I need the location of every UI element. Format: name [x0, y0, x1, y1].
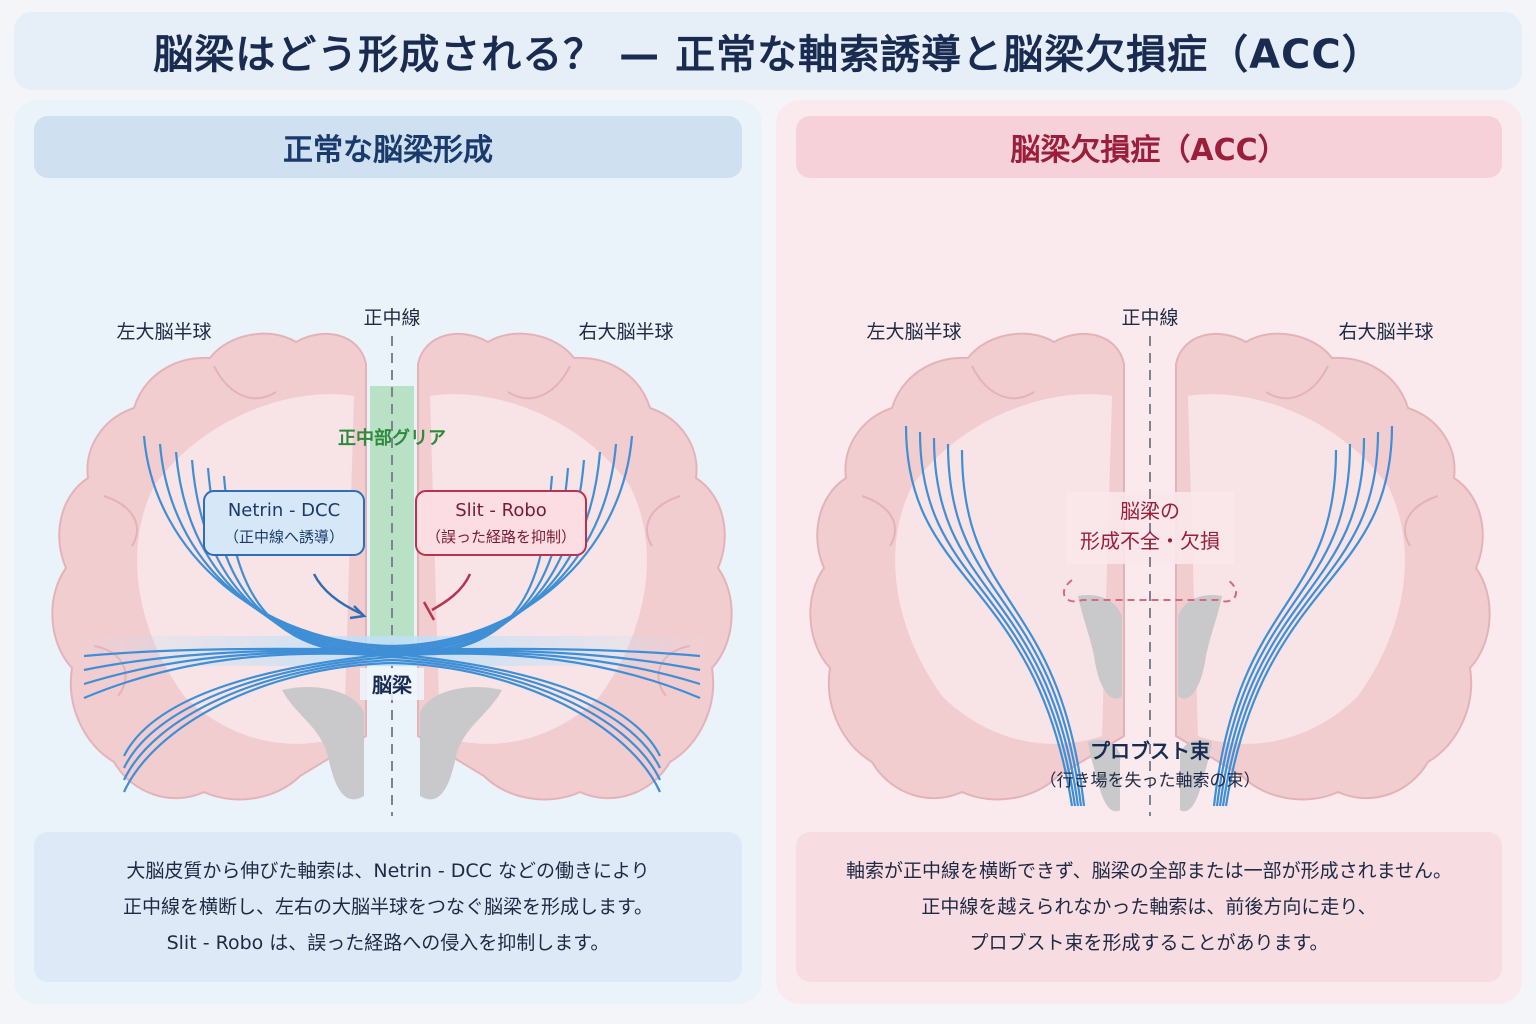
axon-fiber [391, 655, 661, 769]
slit-inhibit-bar [422, 601, 436, 621]
acc-panel-header: 脳梁欠損症（ACC） [796, 116, 1502, 178]
axon-fiber [391, 451, 602, 652]
slit-title: Slit - Robo [455, 500, 547, 521]
axon-fiber [83, 649, 393, 672]
slit-inhibit-line [431, 573, 472, 612]
right-ventricle [420, 686, 502, 800]
acc-panel: 脳梁欠損症（ACC） 左大脳半球 右大脳半球 正中線 脳梁の 形成不全・欠 [776, 100, 1522, 1004]
axon-fiber [123, 655, 393, 769]
netrin-title: Netrin - DCC [228, 500, 340, 521]
axon-fiber [174, 451, 393, 652]
normal-desc-line: 正中線を横断し、左右の大脳半球をつなぐ脳梁を形成します。 [122, 896, 654, 918]
axon-fiber [83, 651, 393, 686]
normal-brain-diagram: Netrin - DCC （正中線へ誘導） Slit - Robo （誤った経路… [51, 307, 733, 816]
normal-desc-line: Slit - Robo は、誤った経路への侵入を抑制します。 [166, 932, 610, 954]
normal-panel: 正常な脳梁形成 [14, 100, 762, 1004]
axon-fiber [391, 443, 618, 650]
acc-axons [904, 425, 1394, 807]
slit-robo-box [415, 490, 587, 556]
normal-panel-title: 正常な脳梁形成 [283, 133, 493, 168]
probst-axon-fiber [1221, 431, 1380, 807]
axon-fiber [391, 647, 701, 658]
corpus-callosum-label: 脳梁 [371, 673, 413, 697]
axon-fiber [391, 652, 661, 757]
axon-fiber [122, 661, 393, 793]
acc-left-lower-ventricle [1088, 739, 1120, 812]
defect-outline [1062, 579, 1238, 603]
axon-fiber [391, 652, 701, 700]
acc-left-hemisphere-label: 左大脳半球 [866, 321, 961, 343]
acc-description: 軸索が正中線を横断できず、脳梁の全部または一部が形成されません。 正中線を越えら… [796, 832, 1502, 982]
normal-midline-label: 正中線 [363, 307, 420, 329]
probst-sublabel: （行き場を失った軸索の束） [1040, 771, 1261, 791]
acc-right-lower-ventricle [1180, 739, 1212, 812]
axon-fiber [142, 435, 393, 648]
glia-label: 正中部グリア [338, 427, 446, 449]
probst-axon-fiber [1218, 437, 1366, 807]
probst-label: プロブスト束 [1090, 739, 1211, 763]
acc-desc-line: 正中線を越えられなかった軸索は、前後方向に走り、 [921, 896, 1377, 918]
acc-right-ventricle [1178, 594, 1222, 699]
normal-panel-header: 正常な脳梁形成 [34, 116, 742, 178]
acc-desc-line: 軸索が正中線を横断できず、脳梁の全部または一部が形成されません。 [845, 860, 1453, 882]
title-bar: 脳梁はどう形成される？ — 正常な軸索誘導と脳梁欠損症（ACC） [14, 12, 1522, 90]
netrin-subtitle: （正中線へ誘導） [224, 528, 344, 546]
axon-fiber [391, 658, 661, 781]
axon-fiber [83, 647, 393, 658]
netrin-dcc-box [203, 490, 365, 556]
acc-brain-diagram: 左大脳半球 右大脳半球 正中線 脳梁の 形成不全・欠損 プロブスト束 （行き場を… [809, 307, 1491, 816]
acc-panel-title: 脳梁欠損症（ACC） [1010, 133, 1288, 168]
normal-right-hemisphere-label: 右大脳半球 [578, 321, 673, 343]
probst-axon-fiber [904, 425, 1074, 807]
acc-right-hemisphere-label: 右大脳半球 [1338, 321, 1433, 343]
axon-fiber [83, 652, 393, 700]
acc-desc-line: プロブスト束を形成することがあります。 [969, 932, 1329, 954]
axon-fiber [391, 651, 701, 686]
axon-fiber [391, 435, 634, 648]
axon-fiber [391, 661, 662, 793]
netrin-arrow-head [349, 605, 367, 620]
corpus-callosum-label-bg [360, 668, 424, 700]
acc-midline-label: 正中線 [1121, 307, 1178, 329]
probst-axon-fiber [932, 437, 1080, 807]
probst-axon-fiber [946, 443, 1083, 807]
netrin-arrow [312, 573, 363, 616]
probst-axon-fiber [960, 449, 1086, 807]
defect-label-line1: 脳梁の [1120, 499, 1180, 523]
axon-fiber [158, 443, 393, 650]
axon-fiber [123, 658, 393, 781]
axon-fiber [123, 652, 393, 757]
probst-axon-fiber [1215, 443, 1352, 807]
probst-axon-fiber [1224, 425, 1394, 807]
axon-fiber [190, 459, 393, 654]
page-title: 脳梁はどう形成される？ — 正常な軸索誘導と脳梁欠損症（ACC） [153, 32, 1383, 78]
normal-desc-line: 大脳皮質から伸びた軸索は、Netrin - DCC などの働きにより [126, 860, 650, 882]
left-ventricle [282, 686, 364, 800]
probst-axon-fiber [918, 431, 1077, 807]
acc-left-ventricle [1078, 594, 1122, 699]
defect-label-line2: 形成不全・欠損 [1080, 529, 1220, 553]
probst-axon-fiber [1212, 449, 1338, 807]
normal-left-hemisphere-label: 左大脳半球 [116, 321, 211, 343]
slit-subtitle: （誤った経路を抑制） [426, 528, 576, 546]
normal-description: 大脳皮質から伸びた軸索は、Netrin - DCC などの働きにより 正中線を横… [34, 832, 742, 982]
axon-fiber [391, 649, 701, 672]
